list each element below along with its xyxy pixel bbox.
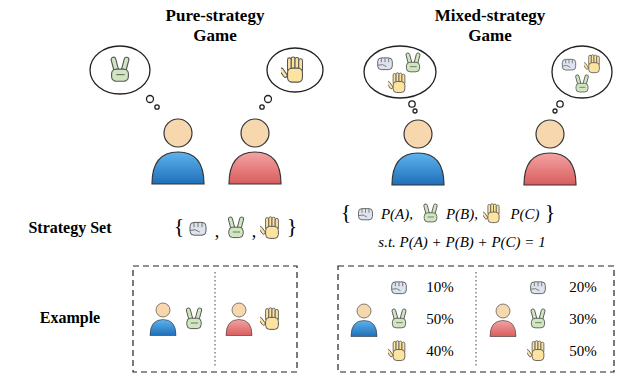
percentage: 30% bbox=[569, 310, 597, 328]
column-heading: Pure-strategy Game bbox=[145, 6, 285, 46]
paper-hand bbox=[386, 341, 404, 361]
rock-hand bbox=[531, 282, 546, 294]
paper-hand bbox=[481, 204, 499, 223]
percentage: 50% bbox=[426, 310, 454, 328]
paper-hand bbox=[279, 57, 303, 82]
example-box bbox=[133, 266, 297, 372]
thought-bubble bbox=[90, 46, 323, 109]
paper-hand bbox=[258, 308, 278, 330]
brace: } bbox=[545, 199, 556, 225]
player-blue bbox=[351, 304, 377, 337]
scissors-hand bbox=[406, 53, 421, 72]
rock-hand bbox=[190, 222, 206, 235]
percentage: 10% bbox=[426, 278, 454, 296]
divider bbox=[476, 272, 477, 366]
player-red bbox=[226, 303, 252, 336]
rock-hand bbox=[378, 58, 393, 70]
scissors-hand bbox=[186, 308, 202, 329]
player-blue bbox=[392, 120, 444, 185]
player-red bbox=[524, 120, 576, 185]
brace: { bbox=[174, 213, 185, 239]
percentage: 20% bbox=[569, 278, 597, 296]
scissors-hand bbox=[111, 57, 130, 81]
thought-bubble bbox=[364, 46, 612, 113]
player-red bbox=[490, 304, 516, 337]
scissors-hand bbox=[575, 75, 588, 92]
probability: P(B), bbox=[446, 205, 478, 223]
comma: , bbox=[252, 221, 257, 243]
probability: P(A), bbox=[381, 205, 413, 223]
paper-hand bbox=[258, 217, 278, 239]
paper-hand bbox=[525, 341, 543, 361]
percentage: 50% bbox=[569, 342, 597, 360]
player-red bbox=[229, 119, 281, 184]
brace: { bbox=[341, 199, 352, 225]
example-box bbox=[338, 266, 614, 372]
percentage: 40% bbox=[426, 342, 454, 360]
row-heading: Example bbox=[40, 308, 100, 327]
player-blue bbox=[152, 119, 204, 184]
constraint: s.t. P(A) + P(B) + P(C) = 1 bbox=[378, 233, 545, 251]
scissors-hand bbox=[531, 309, 546, 328]
probability: P(C) bbox=[510, 205, 539, 223]
comma: , bbox=[215, 221, 220, 243]
row-heading: Strategy Set bbox=[28, 218, 111, 237]
divider bbox=[215, 272, 216, 366]
paper-hand bbox=[386, 73, 404, 93]
paper-hand bbox=[583, 55, 600, 73]
rock-hand bbox=[562, 59, 575, 70]
rock-hand bbox=[359, 209, 373, 220]
scissors-hand bbox=[392, 309, 407, 328]
column-heading: Mixed-strategy Game bbox=[420, 6, 560, 46]
player-blue bbox=[150, 303, 176, 336]
rock-hand bbox=[392, 282, 407, 294]
scissors-hand bbox=[228, 217, 244, 238]
brace: } bbox=[287, 213, 298, 239]
scissors-hand bbox=[423, 204, 437, 222]
